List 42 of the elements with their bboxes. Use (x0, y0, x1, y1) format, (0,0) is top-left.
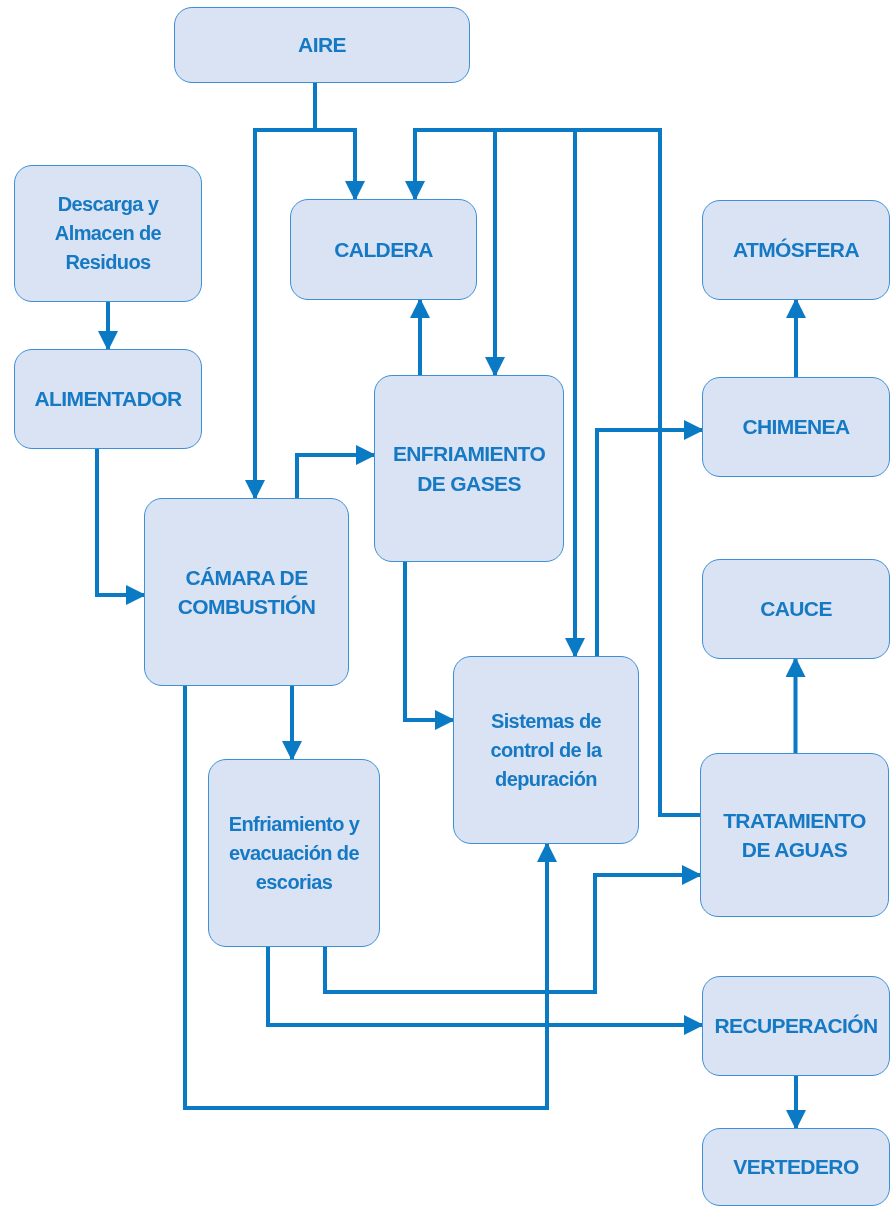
arrow (95, 449, 146, 605)
box-label: CHIMENEA (742, 414, 850, 441)
box-label: CALDERA (334, 236, 433, 263)
arrow (282, 686, 302, 761)
arrow (786, 1076, 806, 1130)
box-label: Enfriamiento y evacuación de escorias (227, 811, 361, 895)
process-box (144, 498, 349, 686)
arrow (98, 302, 118, 351)
box-label: VERTEDERO (733, 1154, 859, 1181)
process-box (453, 656, 639, 844)
arrow (245, 83, 317, 500)
process-box (290, 199, 477, 300)
process-box (14, 349, 202, 449)
process-box (702, 377, 890, 477)
arrow (410, 298, 430, 375)
arrow (785, 657, 806, 753)
arrow (266, 947, 704, 1035)
arrow (183, 686, 557, 1110)
box-label: TRATAMIENTO DE AGUAS (722, 807, 867, 863)
process-box (700, 753, 889, 917)
arrow (323, 865, 702, 994)
box-label: Descarga y Almacen de Residuos (53, 192, 163, 275)
arrow (786, 298, 806, 377)
process-box (14, 165, 202, 302)
box-label: ATMÓSFERA (732, 237, 859, 264)
arrow (403, 562, 455, 730)
box-label: Sistemas de control de la depuración (489, 708, 604, 792)
process-box (702, 1128, 890, 1206)
arrow (295, 445, 376, 498)
box-label: CAUCE (760, 596, 832, 623)
box-label: CÁMARA DE COMBUSTIÓN (176, 564, 317, 620)
arrow (595, 420, 704, 656)
process-box (702, 200, 890, 300)
process-box (702, 559, 890, 659)
box-label: ENFRIAMIENTO DE GASES (391, 441, 547, 497)
process-box (374, 375, 564, 562)
process-box (208, 759, 380, 947)
box-label: ALIMENTADOR (34, 386, 182, 413)
box-label: AIRE (298, 32, 346, 59)
process-box (702, 976, 890, 1076)
process-box (174, 7, 470, 83)
box-label: RECUPERACIÓN (714, 1013, 878, 1040)
